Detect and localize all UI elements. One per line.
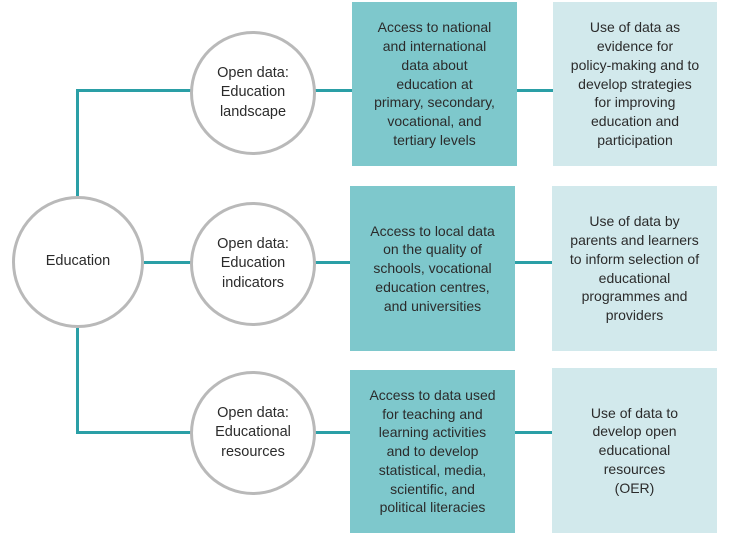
access-box-landscape: Access to national and international dat… (352, 2, 517, 166)
use-box-text: Use of data to develop open educational … (590, 404, 679, 496)
access-box-text: Access to data used for teaching and lea… (369, 386, 496, 516)
use-box-text: Use of data as evidence for policy-makin… (570, 19, 700, 148)
branch-node-label: Open data: Education landscape (217, 64, 289, 120)
root-node-label: Education (45, 253, 111, 270)
access-box-resources: Access to data used for teaching and lea… (350, 370, 515, 533)
connector-access-to-use-3 (514, 431, 552, 434)
use-box-text: Use of data by parents and learners to i… (569, 213, 700, 324)
connector-access-to-use-1 (515, 89, 553, 92)
branch-node-education-indicators: Open data: Education indicators (190, 202, 316, 326)
connector-access-to-use-2 (514, 261, 552, 264)
branch-node-educational-resources: Open data: Educational resources (190, 371, 316, 495)
use-box-resources: Use of data to develop open educational … (552, 368, 717, 533)
branch-node-label: Open data: Education indicators (217, 235, 289, 291)
access-box-text: Access to local data on the quality of s… (370, 222, 495, 314)
connector-circle-to-access-1 (314, 89, 352, 92)
connector-circle-to-access-3 (314, 431, 350, 434)
connector-bottom-horizontal (76, 431, 193, 434)
connector-vertical-bottom (76, 328, 79, 433)
use-box-landscape: Use of data as evidence for policy-makin… (553, 2, 717, 166)
root-node-education: Education (12, 196, 144, 328)
connector-circle-to-access-2 (314, 261, 350, 264)
connector-vertical-top (76, 89, 79, 196)
branch-node-label: Open data: Educational resources (215, 404, 291, 460)
connector-top-horizontal (76, 89, 193, 92)
access-box-text: Access to national and international dat… (374, 19, 495, 148)
use-box-indicators: Use of data by parents and learners to i… (552, 186, 717, 351)
access-box-indicators: Access to local data on the quality of s… (350, 186, 515, 351)
branch-node-education-landscape: Open data: Education landscape (190, 31, 316, 155)
connector-root-to-middle (144, 261, 194, 264)
